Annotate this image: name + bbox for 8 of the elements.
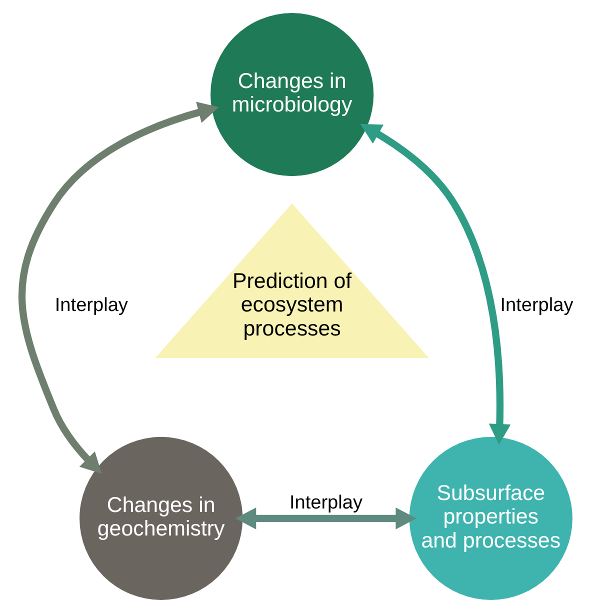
node-circle: Changes in microbiology [210, 13, 374, 176]
arrow [234, 508, 416, 530]
node-circle: Subsurface properties and processes [408, 436, 572, 600]
arrow [18, 102, 218, 474]
edge-label: Interplay [500, 295, 573, 316]
edge-label: Interplay [54, 295, 128, 316]
arrow [360, 124, 510, 445]
edge-label: Interplay [288, 492, 362, 514]
